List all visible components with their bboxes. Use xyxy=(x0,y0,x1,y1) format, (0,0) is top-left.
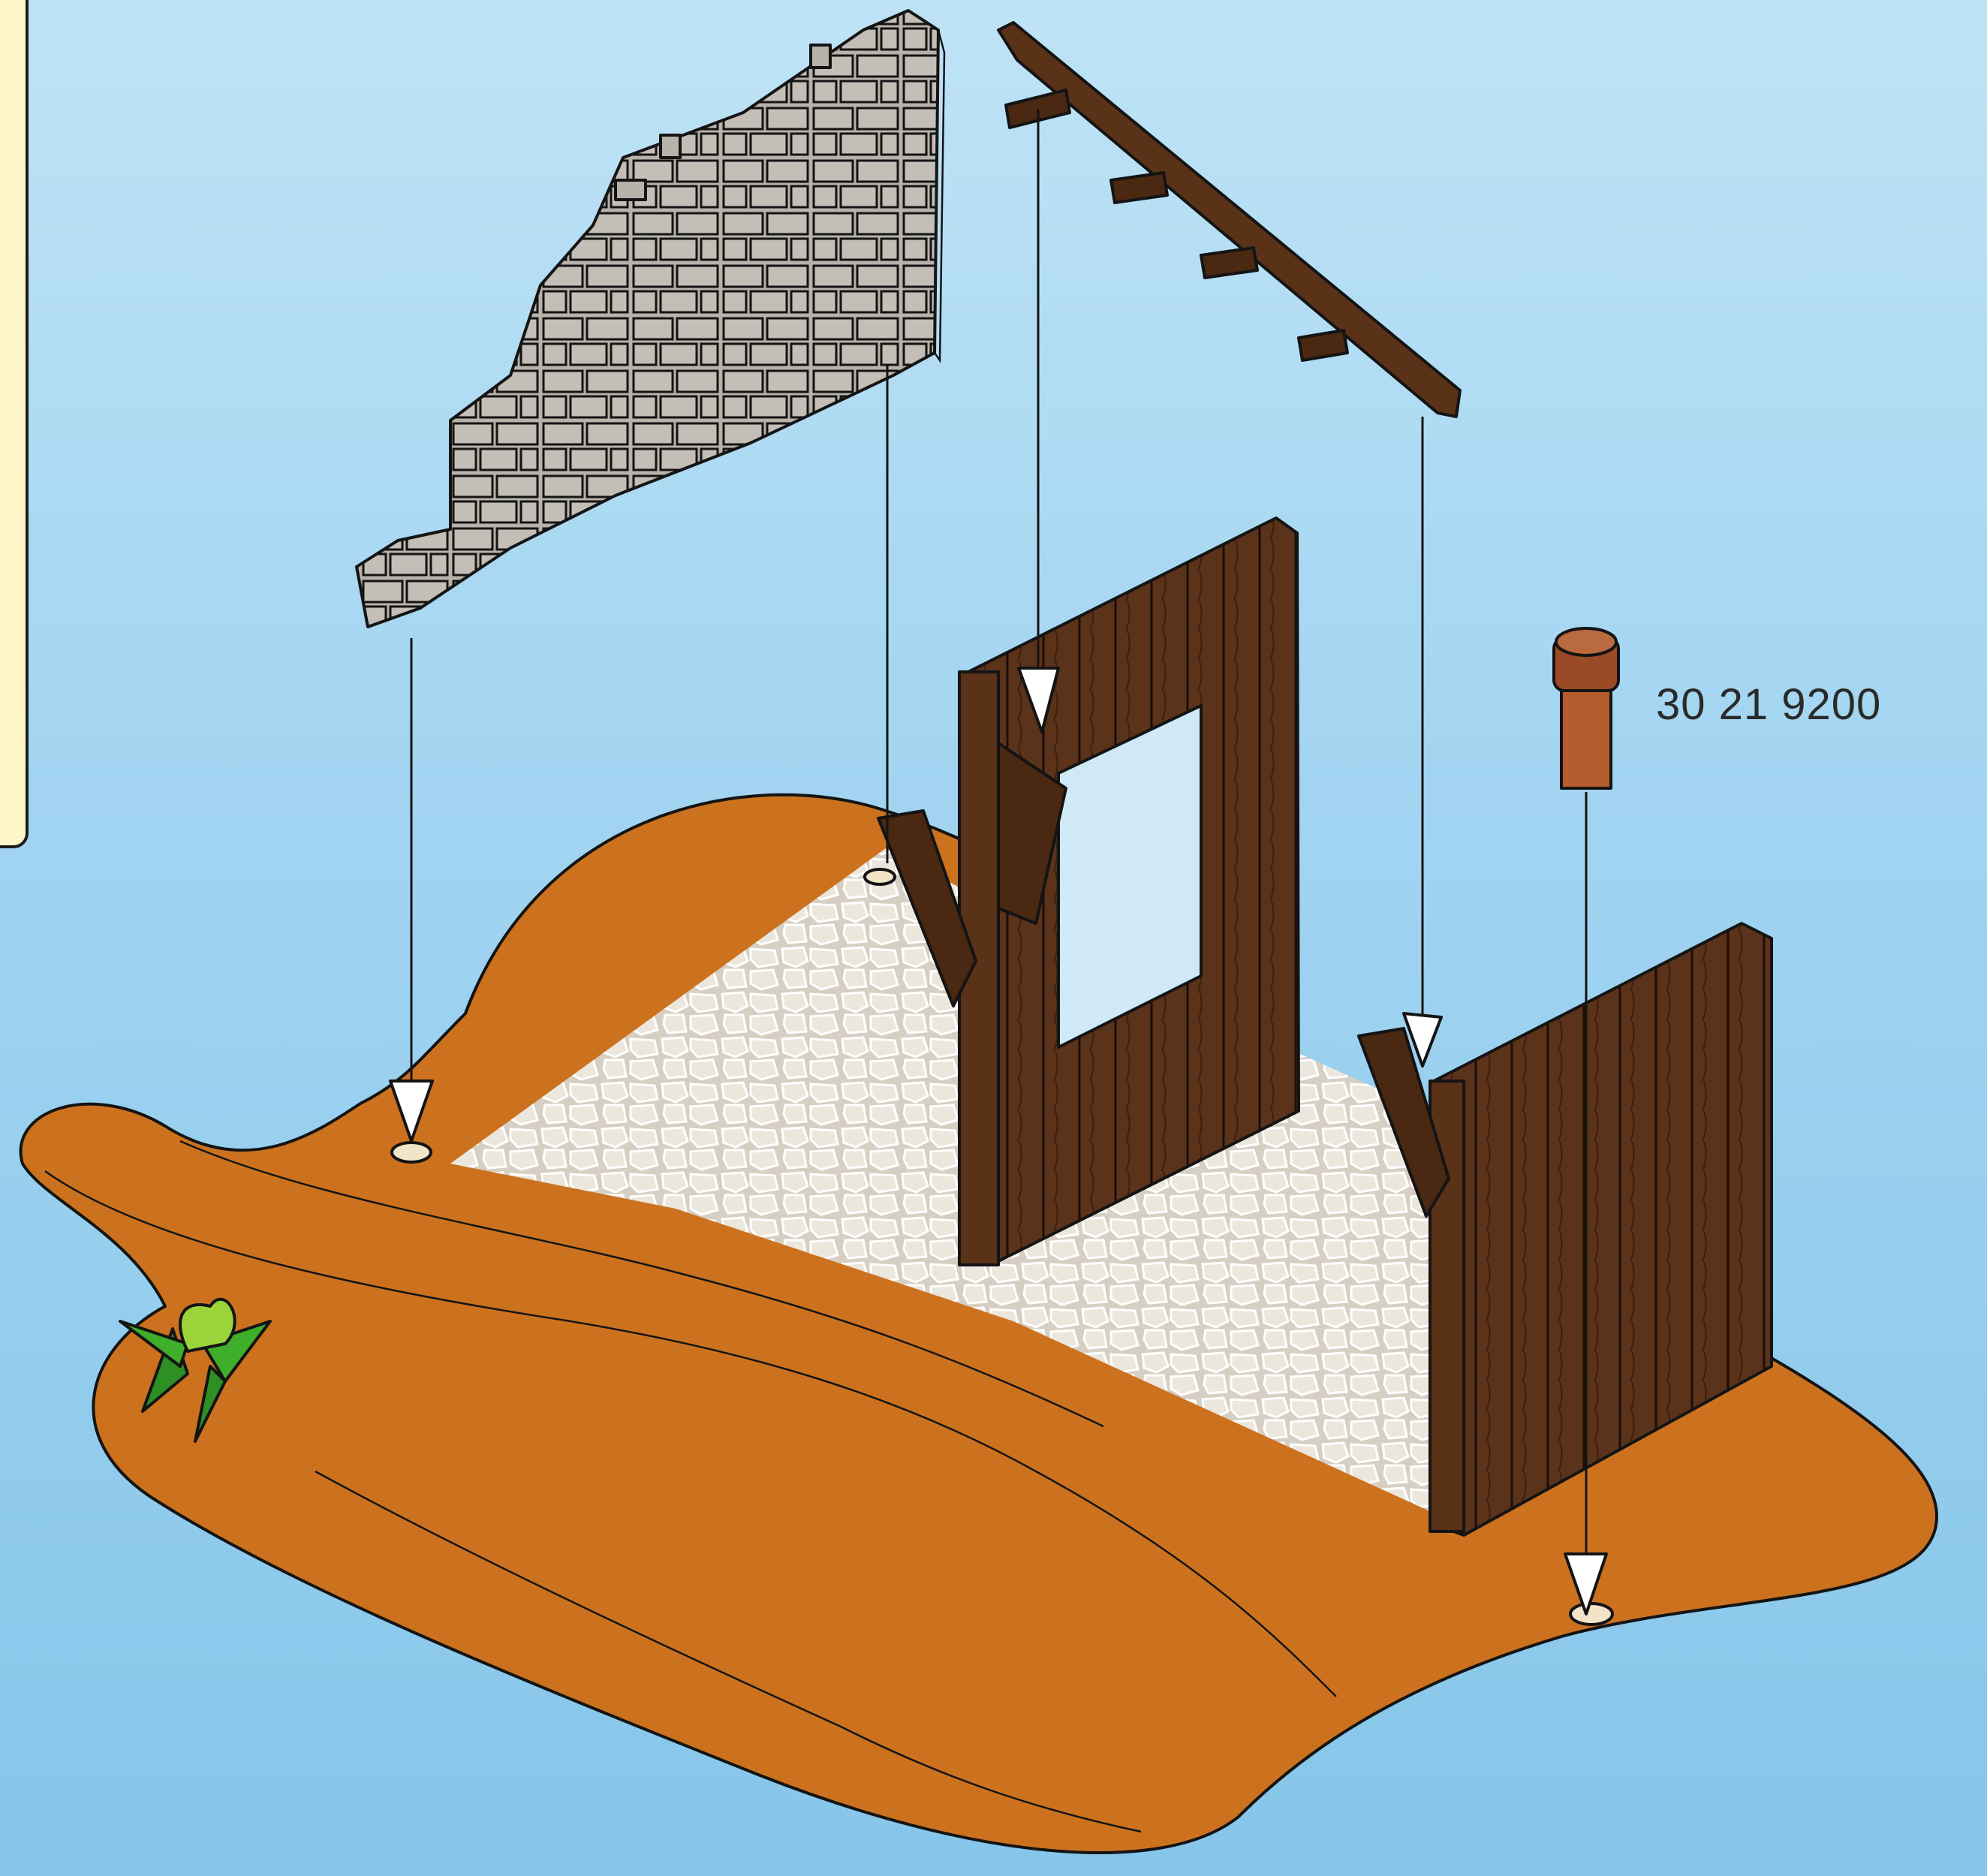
wooden-beam xyxy=(998,23,1460,417)
stone-wall-panel xyxy=(357,11,938,627)
hole-marker xyxy=(865,869,895,884)
part-number-label: 30 21 9200 xyxy=(1656,679,1881,730)
beam-tabs xyxy=(1006,90,1347,360)
hole-marker xyxy=(1570,1603,1612,1625)
peg-part xyxy=(1554,628,1618,788)
hole-marker xyxy=(392,1143,431,1162)
